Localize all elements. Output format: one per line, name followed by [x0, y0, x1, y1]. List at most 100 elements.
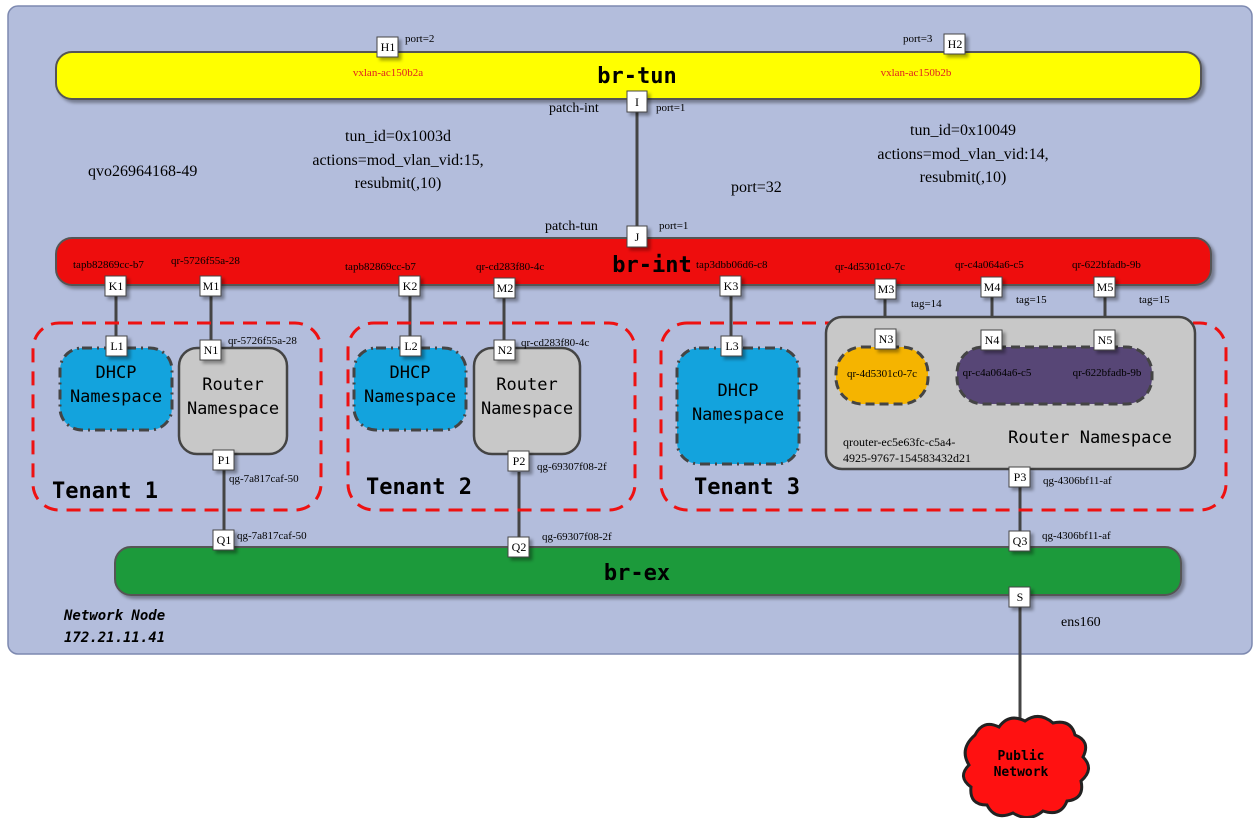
port-k3-label: K3	[724, 279, 739, 293]
port-q2-label: Q2	[512, 540, 527, 554]
port-l1-label: L1	[110, 339, 123, 353]
port-i	[626, 90, 648, 113]
router-namespace-1-label: Namespace	[187, 399, 279, 419]
tap1-label: tapb82869cc-b7	[73, 259, 144, 271]
port-j-label: J	[635, 230, 640, 244]
port-32-label: port=32	[731, 179, 782, 196]
port-s	[1008, 586, 1031, 608]
port-m1	[199, 275, 222, 297]
qr3-label: qr-4d5301c0-7c	[835, 261, 905, 273]
port-l3-label: L3	[725, 339, 738, 353]
port-k1	[104, 275, 127, 297]
port-k2-label: K2	[403, 279, 418, 293]
j-port-number: port=1	[659, 220, 688, 232]
port-q3-label: Q3	[1013, 534, 1028, 548]
port-m4	[980, 276, 1003, 298]
qg-q2-label: qg-69307f08-2f	[542, 531, 612, 543]
flow-right-line2: actions=mod_vlan_vid:14,	[877, 146, 1048, 163]
tap3-label: tap3dbb06d6-c8	[696, 259, 768, 271]
n2-qr-label: qr-cd283f80-4c	[521, 337, 589, 349]
tenant-3-label: Tenant 3	[694, 475, 800, 500]
port-m5	[1093, 276, 1116, 298]
dhcp-namespace-2	[352, 346, 468, 432]
port-h1	[376, 36, 399, 58]
port-p1	[212, 449, 235, 471]
port-p2-label: P2	[513, 454, 526, 468]
port-l2-label: L2	[404, 339, 417, 353]
port-p2	[507, 450, 530, 472]
port-n2-label: N2	[498, 343, 513, 357]
i-port-number: port=1	[656, 102, 685, 114]
qrouter-id-line2: 4925-9767-154583432d21	[843, 451, 971, 465]
port-n4	[980, 329, 1003, 351]
qr1-label: qr-5726f55a-28	[171, 255, 240, 267]
port-q3	[1008, 530, 1031, 552]
connections	[114, 111, 1107, 730]
port-n3-label: N3	[879, 332, 894, 346]
network-node-name: Network Node	[63, 608, 165, 624]
port-l2	[399, 335, 422, 357]
router-namespace-2-word: Router	[496, 375, 557, 395]
qr5-label: qr-622bfadb-9b	[1072, 259, 1141, 271]
tag-15-b-label: tag=15	[1139, 294, 1170, 306]
port-boxes	[104, 33, 1116, 608]
port-q2	[507, 536, 530, 558]
tenant-2-boundary	[346, 321, 637, 512]
router-namespace-1-word: Router	[202, 375, 263, 395]
port-p3	[1008, 466, 1031, 488]
public-network-cloud	[962, 715, 1090, 818]
port-m2	[493, 277, 516, 299]
n1-qr-label: qr-5726f55a-28	[228, 335, 297, 347]
patch-tun-label: patch-tun	[545, 219, 598, 234]
dhcp-namespace-2-label: Namespace	[364, 387, 456, 407]
h1-port-number: port=2	[405, 33, 434, 45]
port-k3	[719, 275, 742, 297]
port-n3	[874, 328, 897, 350]
port-m1-label: M1	[203, 279, 220, 293]
qvo-label: qvo26964168-49	[88, 163, 197, 180]
qg-p1-label: qg-7a817caf-50	[229, 473, 299, 485]
h2-iface-label: vxlan-ac150b2b	[881, 67, 952, 79]
port-s-label: S	[1017, 590, 1024, 604]
qg-p3-label: qg-4306bf11-af	[1043, 475, 1112, 487]
port-q1-label: Q1	[217, 533, 232, 547]
port-l1	[105, 335, 128, 357]
br-ex-bridge	[114, 546, 1182, 596]
port-p1-label: P1	[218, 453, 231, 467]
flow-left-line3: resubmit(,10)	[355, 175, 442, 192]
tenant-1-label: Tenant 1	[52, 479, 158, 504]
port-h2	[943, 33, 966, 55]
port-n1	[199, 339, 222, 361]
router-namespace-2-label: Namespace	[481, 399, 573, 419]
br-tun-label: br-tun	[597, 64, 676, 89]
qr-n3-pill-label: qr-4d5301c0-7c	[847, 368, 917, 380]
qr-n5-pill-label: qr-622bfadb-9b	[1073, 367, 1142, 379]
qr-n4-pill-label: qr-c4a064a6-c5	[963, 367, 1032, 379]
port-i-label: I	[635, 95, 639, 109]
port-n4-label: N4	[985, 333, 1000, 347]
port-m5-label: M5	[1097, 280, 1114, 294]
port-m2-label: M2	[497, 281, 514, 295]
port-n5	[1093, 329, 1116, 351]
port-j	[626, 225, 648, 248]
h1-iface-label: vxlan-ac150b2a	[353, 67, 423, 79]
qrouter-id-line1: qrouter-ec5e63fc-c5a4-	[843, 435, 955, 449]
public-network-line1: Public	[998, 749, 1045, 764]
public-network-line2: Network	[994, 765, 1049, 780]
router-namespace-3-label: Router Namespace	[1008, 428, 1172, 448]
h2-port-number: port=3	[903, 33, 933, 45]
port-m4-label: M4	[984, 280, 1001, 294]
port-l3	[720, 335, 743, 357]
tenant-2-label: Tenant 2	[366, 475, 472, 500]
patch-int-label: patch-int	[549, 101, 599, 116]
port-h2-label: H2	[948, 37, 963, 51]
qg-q3-label: qg-4306bf11-af	[1042, 530, 1111, 542]
port-h1-label: H1	[381, 40, 396, 54]
port-n5-label: N5	[1098, 333, 1113, 347]
flow-right-line3: resubmit(,10)	[920, 169, 1007, 186]
tag-15-a-label: tag=15	[1016, 294, 1047, 306]
dhcp-namespace-1-label: Namespace	[70, 387, 162, 407]
port-m3	[874, 278, 897, 300]
port-m3-label: M3	[878, 282, 895, 296]
